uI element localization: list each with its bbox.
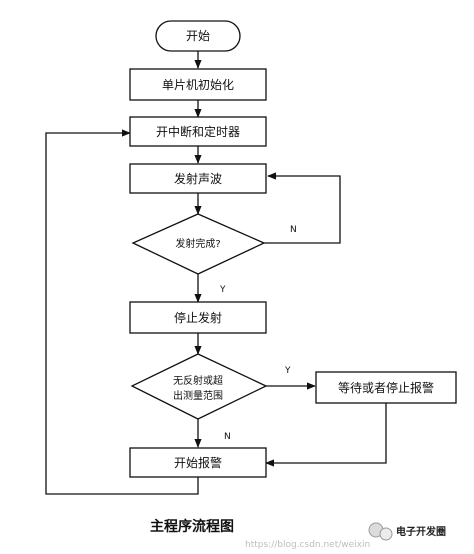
alarm-label: 开始报警 xyxy=(174,455,222,470)
flow-nodes xyxy=(129,20,457,478)
range-decision-label-1: 无反射或超 xyxy=(173,374,223,387)
diagram-caption: 主程序流程图 xyxy=(150,518,234,535)
emit-label: 发射声波 xyxy=(174,171,222,186)
range-decision-label-2: 出测量范围 xyxy=(173,389,223,402)
node-labels: 开始 单片机初始化 开中断和定时器 发射声波 发射完成? 停止发射 无反射或超 … xyxy=(156,29,434,470)
watermark-brand: 电子开发圈 xyxy=(396,525,446,538)
enable-box xyxy=(129,116,267,147)
edge-alarm-loop-back xyxy=(45,129,199,495)
wait-box xyxy=(315,371,457,404)
range-decision xyxy=(130,353,268,420)
sent-decision xyxy=(131,213,266,275)
edge-labels: N Y Y N xyxy=(219,225,297,442)
range-yes-label: Y xyxy=(284,366,291,376)
init-label: 单片机初始化 xyxy=(162,78,234,92)
stop-box xyxy=(129,301,267,334)
start-label: 开始 xyxy=(186,29,210,43)
watermark-url: https://blog.csdn.net/weixin xyxy=(245,540,370,550)
watermark: https://blog.csdn.net/weixin 电子开发圈 xyxy=(245,522,446,550)
enable-label: 开中断和定时器 xyxy=(156,124,240,139)
sent-yes-label: Y xyxy=(219,285,226,295)
emit-box xyxy=(129,163,267,194)
sent-no-label: N xyxy=(290,225,297,235)
stop-label: 停止发射 xyxy=(174,310,222,325)
start-terminal xyxy=(155,20,241,52)
init-box xyxy=(129,68,267,101)
sent-decision-label: 发射完成? xyxy=(175,237,220,250)
flow-edges xyxy=(45,51,387,495)
range-no-label: N xyxy=(224,432,231,442)
edge-sentq-no-loop xyxy=(264,172,341,244)
wechat-icon xyxy=(368,522,393,541)
wait-label: 等待或者停止报警 xyxy=(338,380,434,395)
edge-wait-alarm xyxy=(265,403,387,467)
alarm-box xyxy=(129,447,267,478)
